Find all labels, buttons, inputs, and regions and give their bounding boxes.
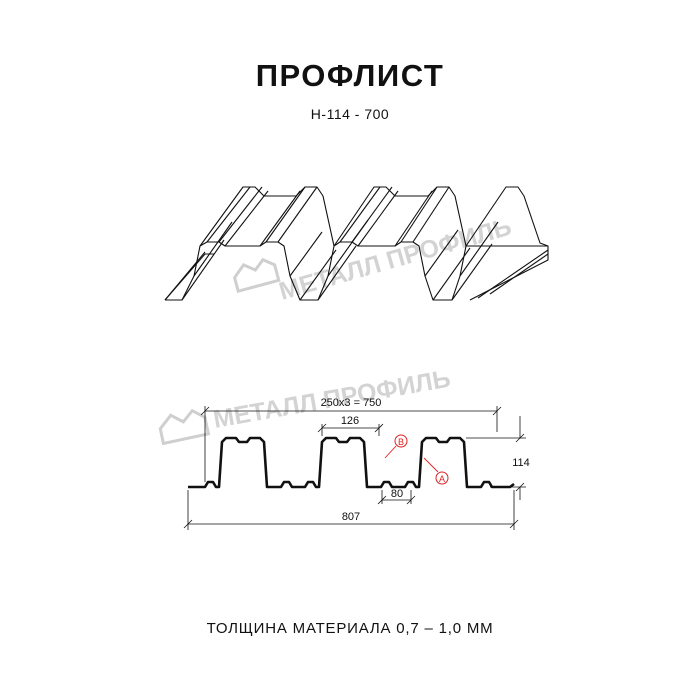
dimension-height-label: 114 xyxy=(512,457,530,469)
marker-a-label: A xyxy=(439,474,445,484)
product-model: Н-114 - 700 xyxy=(310,106,390,122)
dimension-total-width-label: 807 xyxy=(342,511,360,523)
watermark-logo-bottom xyxy=(158,408,211,446)
marker-b: B xyxy=(384,434,408,459)
material-thickness-note: ТОЛЩИНА МАТЕРИАЛА 0,7 – 1,0 ММ xyxy=(206,620,494,637)
dimension-top-width-label: 126 xyxy=(341,415,359,427)
marker-a: A xyxy=(423,457,449,485)
profile-cross-section xyxy=(188,436,515,489)
marker-b-label: B xyxy=(398,437,404,447)
dimension-lines xyxy=(183,406,526,530)
product-title: ПРОФЛИСТ xyxy=(255,58,445,93)
profile-3d-illustration xyxy=(164,186,549,301)
dimension-bottom-width-label: 80 xyxy=(391,488,403,500)
dimension-pitch-label: 250x3 = 750 xyxy=(321,397,382,409)
watermark-logo-top xyxy=(232,257,281,294)
